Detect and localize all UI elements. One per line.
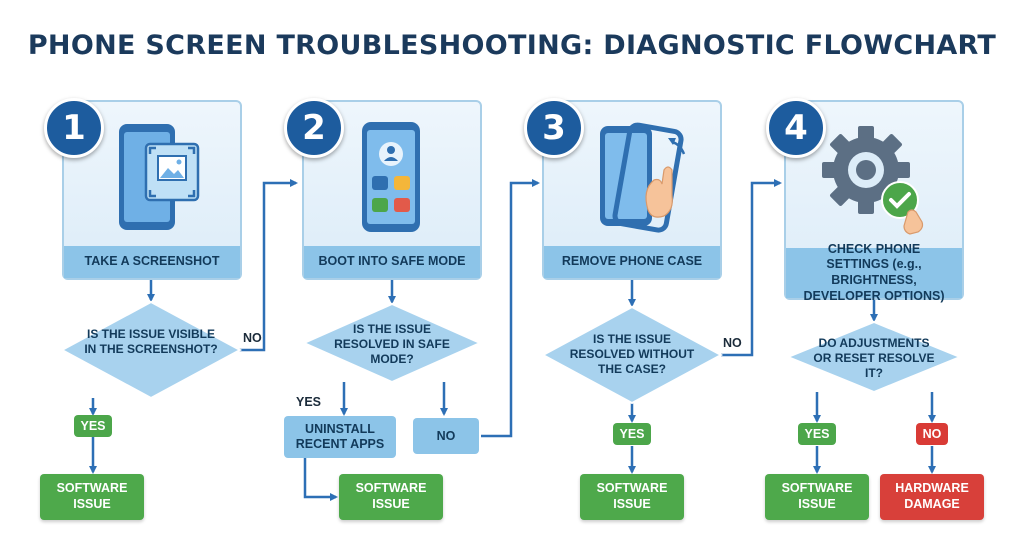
step-1-label: TAKE A SCREENSHOT <box>64 246 240 278</box>
question-3: IS THE ISSUE RESOLVED WITHOUT THE CASE? <box>569 332 695 376</box>
step-card-1: TAKE A SCREENSHOT <box>62 100 242 280</box>
arrow-uninstall-to-result2 <box>303 457 338 501</box>
q1-yes-badge: YES <box>74 415 112 437</box>
decision-diamond-1 <box>59 300 243 400</box>
result-software-issue-4: SOFTWARE ISSUE <box>765 474 869 520</box>
decision-diamond-2 <box>301 302 483 384</box>
arrow-q3-no-to-card4 <box>721 179 782 357</box>
decision-diamond-4 <box>785 320 963 394</box>
question-2: IS THE ISSUE RESOLVED IN SAFE MODE? <box>334 322 450 366</box>
step-3-label: REMOVE PHONE CASE <box>544 246 720 278</box>
page-title: PHONE SCREEN TROUBLESHOOTING: DIAGNOSTIC… <box>27 30 997 61</box>
q4-no-badge: NO <box>916 423 948 445</box>
question-1: IS THE ISSUE VISIBLE IN THE SCREENSHOT? <box>84 327 218 356</box>
step-badge-1: 1 <box>44 98 104 158</box>
result-hardware-damage: HARDWARE DAMAGE <box>880 474 984 520</box>
q3-yes-badge: YES <box>613 423 651 445</box>
result-software-issue-3: SOFTWARE ISSUE <box>580 474 684 520</box>
arrow-q1-no-to-card2 <box>238 179 298 352</box>
q1-no-label: NO <box>243 331 262 345</box>
question-4: DO ADJUSTMENTS OR RESET RESOLVE IT? <box>813 336 935 380</box>
q3-no-label: NO <box>723 336 742 350</box>
decision-diamond-3 <box>540 305 724 405</box>
settings-gear-icon <box>822 126 924 235</box>
step-2-label: BOOT INTO SAFE MODE <box>304 246 480 278</box>
step-badge-4: 4 <box>766 98 826 158</box>
step-4-label: CHECK PHONE SETTINGS (e.g., BRIGHTNESS, … <box>786 242 962 303</box>
safe-mode-phone-icon <box>362 122 420 232</box>
screenshot-phone-icon <box>119 124 200 230</box>
phone-case-removal-icon <box>600 122 686 233</box>
result-software-issue-2: SOFTWARE ISSUE <box>339 474 443 520</box>
step-badge-2: 2 <box>284 98 344 158</box>
result-software-issue-1: SOFTWARE ISSUE <box>40 474 144 520</box>
step-card-3: REMOVE PHONE CASE <box>542 100 722 280</box>
arrow-no-to-card3 <box>481 179 540 438</box>
uninstall-recent-apps-box: UNINSTALL RECENT APPS <box>284 416 396 458</box>
q4-yes-badge: YES <box>798 423 836 445</box>
step-badge-3: 3 <box>524 98 584 158</box>
q2-yes-label: YES <box>296 395 322 409</box>
q2-no-box: NO <box>413 418 479 454</box>
